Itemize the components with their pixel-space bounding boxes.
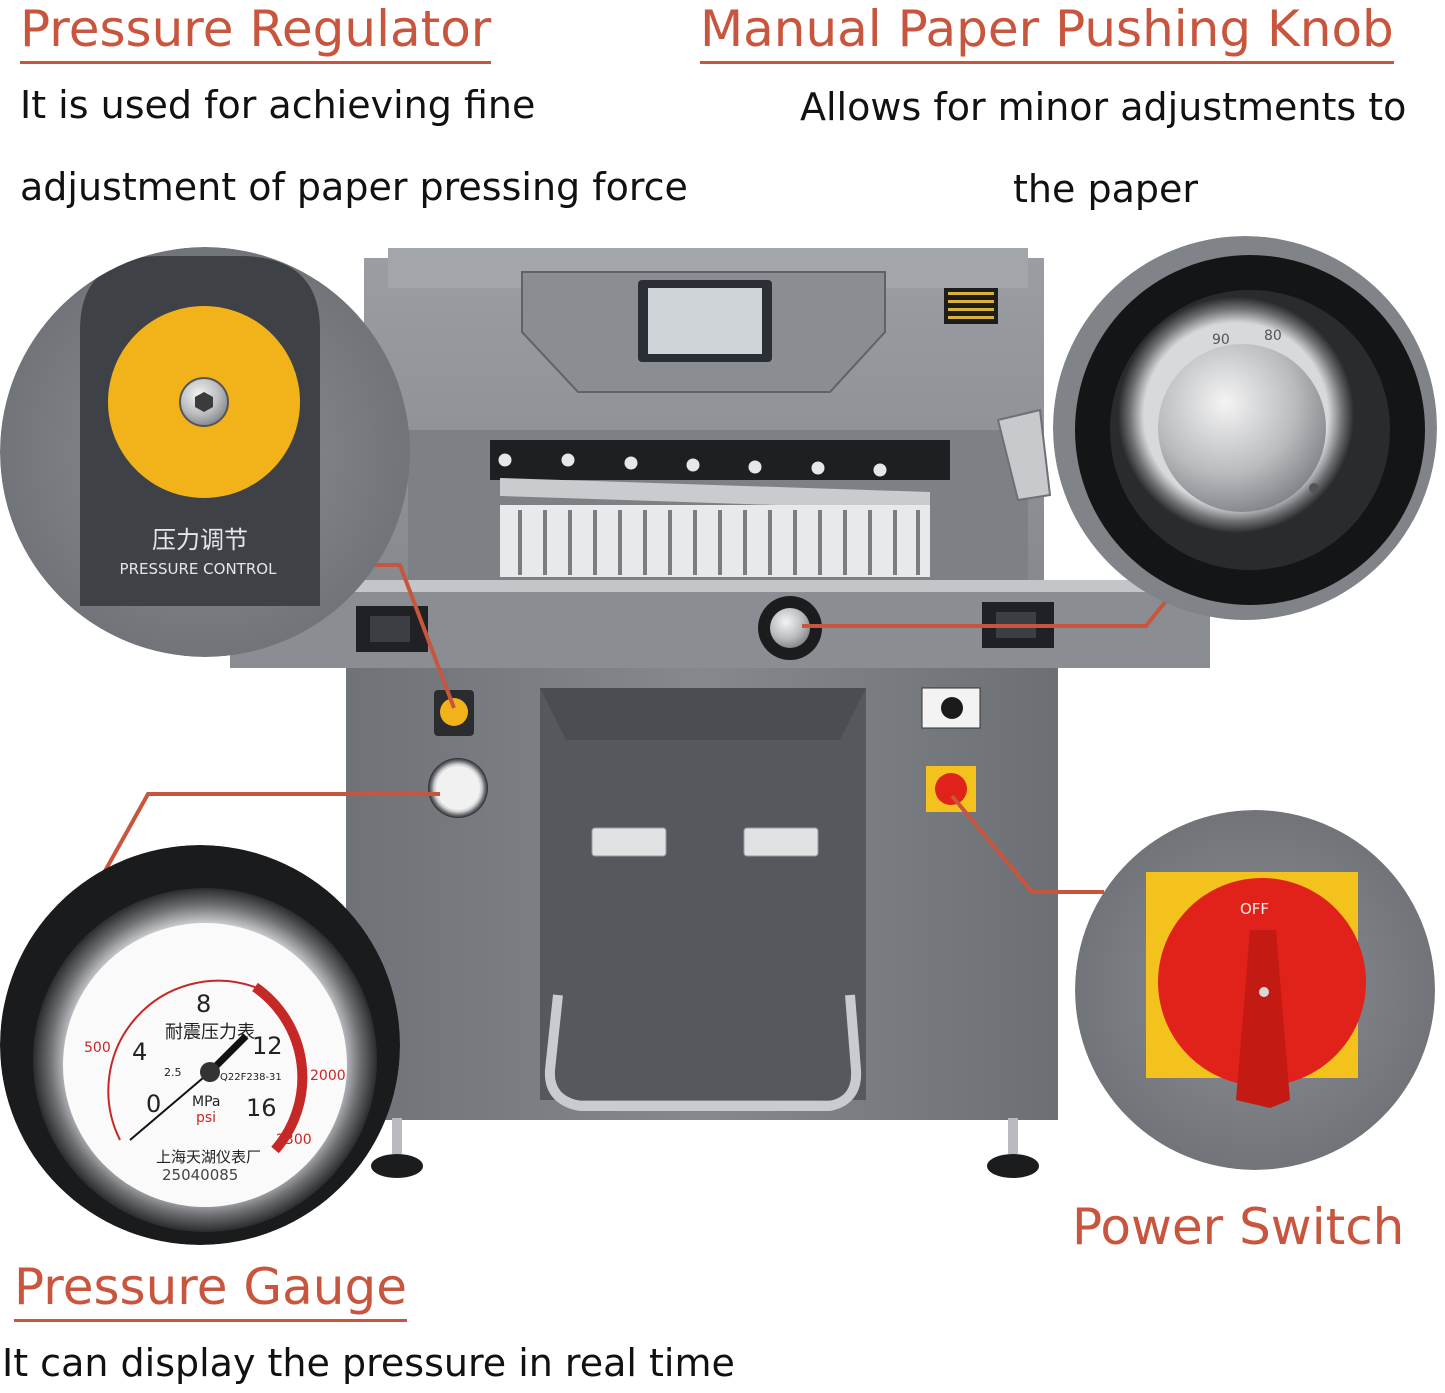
gauge-model: Q22F238-31 — [220, 1072, 282, 1083]
cutting-blade — [500, 478, 930, 510]
gauge-tick-8: 8 — [196, 990, 211, 1018]
pressure-gauge-title: Pressure Gauge — [14, 1262, 407, 1322]
regulator-line — [372, 563, 456, 709]
paper-knob-desc-2: the paper — [1013, 167, 1198, 211]
foot-left — [371, 1154, 423, 1178]
pressure-gauge-title-text: Pressure Gauge — [14, 1258, 407, 1316]
gauge-label-cn: 耐震压力表 — [165, 1022, 255, 1043]
gauge-tick-12: 12 — [252, 1032, 283, 1060]
power-switch-title-text: Power Switch — [1072, 1198, 1405, 1256]
gauge-unit-psi: psi — [196, 1110, 216, 1126]
paper-knob-zoom: 90 80 — [1053, 236, 1437, 620]
switch-handle[interactable] — [1236, 930, 1290, 1108]
gauge-tick-4: 4 — [132, 1038, 147, 1066]
regulator-label-cn: 压力调节 — [152, 526, 248, 554]
pressure-regulator-underline — [20, 61, 492, 64]
gauge-red-zone — [252, 982, 308, 1154]
power-switch-title: Power Switch — [1072, 1202, 1404, 1252]
gauge-maker-cn: 上海天湖仪表厂 — [156, 1148, 261, 1166]
pressure-regulator-desc-2: adjustment of paper pressing force — [20, 165, 688, 209]
dial-tick-90: 90 — [1212, 332, 1230, 348]
switch-zoom: OFF — [1075, 810, 1435, 1170]
paper-cutter-machine — [230, 248, 1210, 1178]
switch-off-label: OFF — [1240, 900, 1269, 918]
touchscreen[interactable] — [648, 288, 762, 354]
regulator-label-en: PRESSURE CONTROL — [120, 560, 278, 578]
work-table — [230, 580, 1210, 592]
foot-right — [987, 1154, 1039, 1178]
gauge-zoom: 0 4 8 12 16 500 2000 2300 耐震压力表 2.5 Q22F… — [0, 845, 400, 1245]
pressure-gauge-underline — [14, 1319, 407, 1322]
pressure-regulator-title: Pressure Regulator — [20, 4, 492, 64]
paper-knob-large[interactable] — [1158, 344, 1326, 512]
dial-tick-80: 80 — [1264, 328, 1282, 344]
gauge-psi-500: 500 — [84, 1040, 111, 1056]
paper-knob-desc-1: Allows for minor adjustments to — [800, 85, 1407, 129]
paper-knob-underline — [700, 61, 1394, 64]
switch-line — [950, 794, 1104, 894]
gauge-small — [436, 766, 480, 810]
gauge-unit-mpa: MPa — [192, 1094, 220, 1110]
callout-lines — [98, 563, 1172, 894]
knob-line — [802, 594, 1172, 628]
pressure-regulator-desc-1: It is used for achieving fine — [20, 83, 536, 127]
gauge-class: 2.5 — [164, 1066, 182, 1079]
door-handle-right[interactable] — [743, 827, 819, 857]
paper-knob-title-text: Manual Paper Pushing Knob — [700, 0, 1394, 58]
foot-bar[interactable] — [544, 994, 862, 1111]
regulator-zoom: 压力调节 PRESSURE CONTROL — [0, 247, 410, 657]
paper-knob-title: Manual Paper Pushing Knob — [700, 4, 1394, 64]
gauge-tick-0: 0 — [146, 1090, 161, 1118]
pressure-regulator-title-text: Pressure Regulator — [20, 0, 492, 58]
gauge-psi-2000: 2000 — [310, 1068, 346, 1084]
gauge-serial: 25040085 — [162, 1166, 238, 1184]
cabinet-door — [540, 688, 866, 1100]
gauge-line — [98, 792, 440, 881]
door-handle-left[interactable] — [591, 827, 667, 857]
regulator-small[interactable] — [440, 698, 468, 726]
gauge-tick-16: 16 — [246, 1094, 277, 1122]
gauge-psi-2300: 2300 — [276, 1132, 312, 1148]
pressure-gauge-desc: It can display the pressure in real time — [2, 1341, 735, 1385]
